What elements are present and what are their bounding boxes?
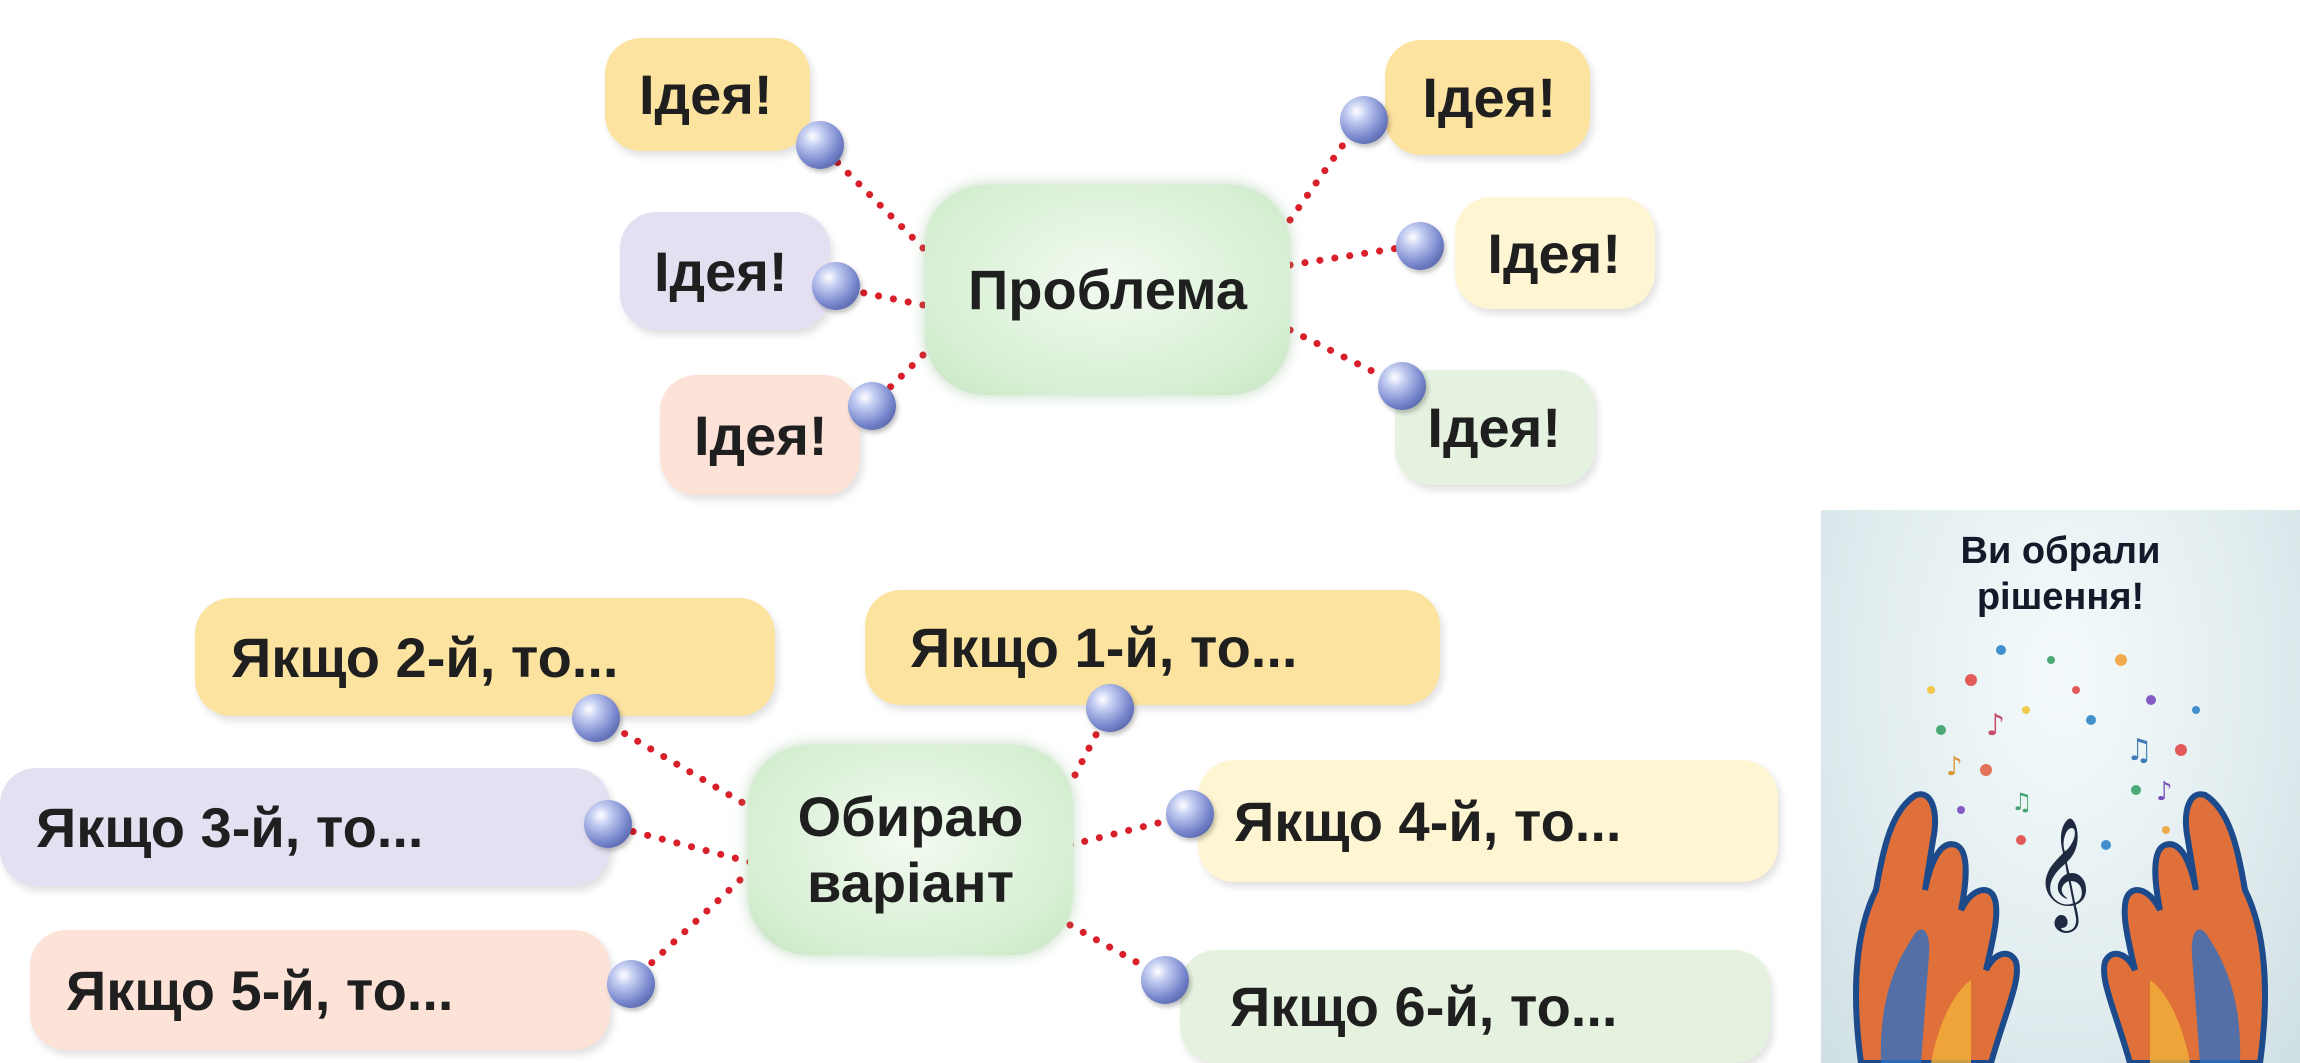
caption-line-1: Ви обрали — [1960, 530, 2161, 572]
illustration-caption: Ви обрали рішення! — [1821, 528, 2300, 620]
center-node-label-line1: Обираю — [797, 785, 1024, 848]
option-box-4: Якщо 4-й, то... — [1198, 760, 1778, 882]
node-ball — [1396, 222, 1444, 270]
node-ball — [812, 262, 860, 310]
treble-clef-icon: 𝄞 — [2034, 816, 2091, 933]
option-box-3: Якщо 3-й, то... — [0, 768, 610, 886]
svg-text:♪: ♪ — [2156, 777, 2173, 807]
idea-box-bottom-left: Ідея! — [660, 375, 860, 495]
idea-label: Ідея! — [639, 63, 773, 126]
right-hand — [2101, 791, 2268, 1063]
node-ball — [796, 121, 844, 169]
caption-line-2: рішення! — [1976, 576, 2145, 618]
connector-bottom-2 — [594, 714, 759, 814]
node-ball — [1141, 956, 1189, 1004]
svg-text:♪: ♪ — [1946, 752, 1963, 782]
idea-box-top-left: Ідея! — [605, 38, 810, 151]
svg-text:♪: ♪ — [1986, 708, 2005, 743]
left-hand — [1853, 791, 2020, 1063]
node-ball — [1378, 362, 1426, 410]
idea-box-bottom-right: Ідея! — [1395, 370, 1595, 485]
center-node-label: Проблема — [968, 258, 1247, 321]
node-ball — [572, 694, 620, 742]
svg-text:♫: ♫ — [2011, 788, 2033, 816]
option-box-6: Якщо 6-й, то... — [1180, 950, 1770, 1063]
idea-label: Ідея! — [694, 403, 828, 467]
option-box-2: Якщо 2-й, то... — [195, 598, 775, 716]
idea-label: Ідея! — [1487, 221, 1621, 285]
node-ball — [1086, 684, 1134, 732]
node-ball — [607, 960, 655, 1008]
option-label: Якщо 5-й, то... — [66, 958, 454, 1022]
option-label: Якщо 4-й, то... — [1234, 789, 1622, 853]
node-ball — [1340, 96, 1388, 144]
option-label: Якщо 1-й, то... — [910, 616, 1298, 679]
option-label: Якщо 2-й, то... — [231, 625, 619, 689]
node-ball — [1166, 790, 1214, 838]
note-confetti: ♪ ♫ ♪ ♪ ♫ — [1927, 645, 2200, 850]
option-box-1: Якщо 1-й, то... — [865, 590, 1440, 705]
svg-text:♫: ♫ — [2126, 733, 2153, 768]
option-label: Якщо 3-й, то... — [36, 795, 424, 859]
idea-label: Ідея! — [1427, 396, 1561, 459]
option-box-5: Якщо 5-й, то... — [30, 930, 610, 1050]
hands-music-art: ♪ ♫ ♪ ♪ ♫ 𝄞 — [1853, 645, 2268, 1063]
idea-box-mid-left: Ідея! — [620, 212, 830, 330]
hands-music-illustration: ♪ ♫ ♪ ♪ ♫ 𝄞 Ви обрали рішення! — [1821, 510, 2300, 1063]
node-ball — [584, 800, 632, 848]
idea-label: Ідея! — [654, 239, 788, 303]
center-node-problem: Проблема — [925, 185, 1290, 395]
option-label: Якщо 6-й, то... — [1230, 975, 1618, 1038]
center-node-label-line2: варіант — [807, 851, 1014, 914]
idea-box-top-right: Ідея! — [1385, 40, 1590, 155]
center-node-choose-option: Обираю варіант — [748, 745, 1073, 955]
node-ball — [848, 382, 896, 430]
idea-label: Ідея! — [1422, 66, 1556, 129]
idea-box-mid-right: Ідея! — [1455, 197, 1655, 309]
